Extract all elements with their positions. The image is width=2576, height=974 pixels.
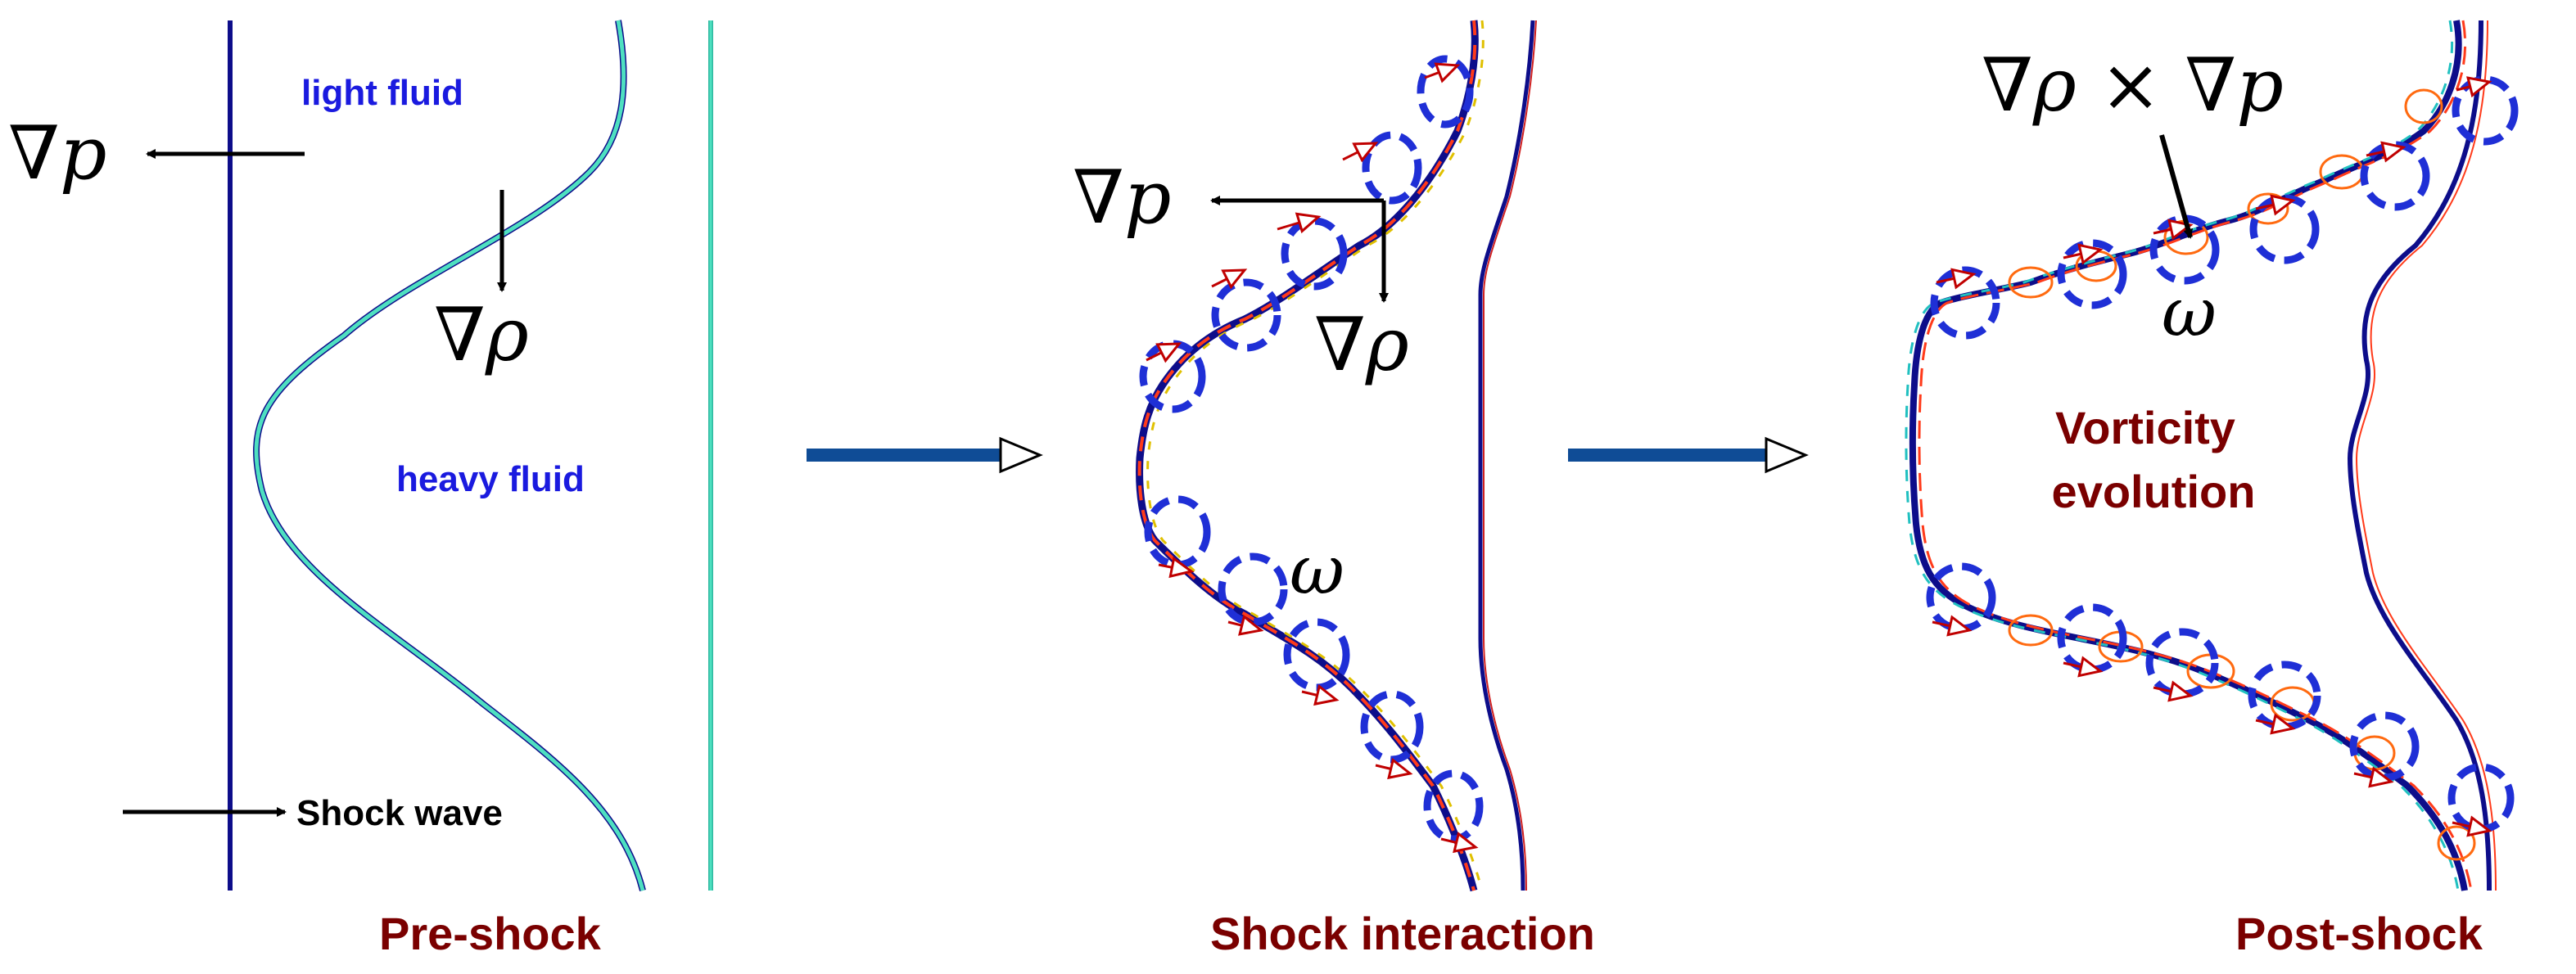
interaction-grad-rho-label: ∇ρ	[1314, 302, 1409, 388]
grad-p-label: ∇p	[8, 110, 106, 196]
rotation-arrows	[1146, 62, 1479, 854]
panel-pre-shock: ∇p ∇ρ light fluid heavy fluid Shock wave…	[8, 20, 713, 959]
deformed-interface-red	[1137, 20, 1477, 891]
post-transmitted-shock	[2347, 20, 2492, 891]
rolled-up-interface-red	[1918, 20, 2473, 891]
rolled-up-interface-cyan	[1905, 20, 2460, 891]
dashed-circle-icon	[1926, 75, 2519, 833]
vorticity-evolution-line1: Vorticity	[2055, 402, 2235, 453]
shock-interaction-caption: Shock interaction	[1210, 908, 1595, 959]
grad-rho-label: ∇ρ	[434, 292, 529, 378]
panel-shock-interaction: ∇p ∇ρ ω Shock interaction	[1073, 20, 1595, 959]
transmitted-shock-edge	[1483, 20, 1537, 891]
interaction-grad-p-label: ∇p	[1073, 155, 1171, 241]
arrow-right-icon	[1568, 436, 1809, 474]
post-shock-caption: Post-shock	[2235, 908, 2483, 959]
arrow-right-icon	[807, 436, 1043, 474]
transmitted-shock-line	[1478, 20, 1535, 891]
panel-post-shock: ∇ρ × ∇p ω Vorticity evolution Post-shock	[1905, 20, 2519, 959]
deformed-interface-yellow	[1146, 20, 1485, 891]
rolled-up-interface	[1909, 20, 2468, 891]
pre-shock-caption: Pre-shock	[379, 908, 602, 959]
baroclinic-term-label: ∇ρ × ∇p	[1982, 43, 2284, 129]
baroclinic-pointer	[2159, 134, 2194, 239]
post-transmitted-shock-edge	[2355, 20, 2497, 891]
post-omega-label: ω	[2162, 274, 2217, 352]
interface-curve-fill	[254, 20, 645, 891]
heavy-fluid-label: heavy fluid	[396, 459, 585, 499]
interface-curve	[253, 20, 646, 891]
rotation-arrows	[1932, 76, 2492, 837]
shock-wave-label: Shock wave	[296, 793, 503, 833]
vorticity-evolution-line2: evolution	[2052, 466, 2256, 517]
deformed-interface	[1136, 20, 1479, 892]
interaction-omega-label: ω	[1290, 532, 1344, 610]
light-fluid-label: light fluid	[301, 73, 463, 113]
